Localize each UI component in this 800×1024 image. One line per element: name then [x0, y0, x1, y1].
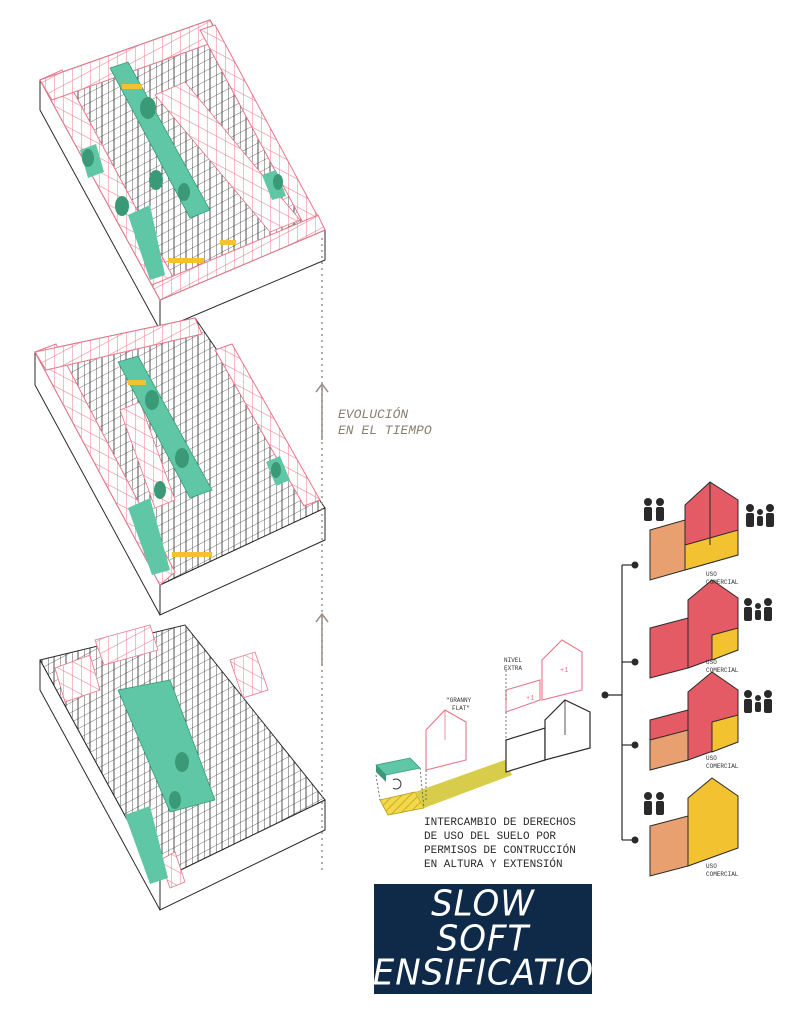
urban-block-stage-2 [34, 317, 326, 616]
timeline-arrow [315, 238, 329, 870]
people-icons [644, 498, 774, 815]
plus-one-label-b: +1 [560, 667, 568, 675]
timeline-label-line-1: EVOLUCIÓN [338, 407, 408, 422]
commercial-use-label-4b: COMERCIAL [706, 871, 739, 878]
scenario-branches [605, 564, 635, 841]
exchange-text-line-4: EN ALTURA Y EXTENSIÓN [424, 857, 563, 871]
scenario-3-house [649, 671, 739, 771]
commercial-use-label-1a: USO [706, 571, 717, 578]
person-icon-family-3 [744, 690, 772, 713]
commercial-use-label-3a: USO [706, 755, 717, 762]
person-icon-pair-1 [644, 498, 664, 521]
extra-level-label-2: EXTRA [504, 665, 522, 672]
exchange-text-line-1: INTERCAMBIO DE DERECHOS [424, 817, 576, 829]
person-icon-pair-2 [644, 792, 664, 815]
scenario-1-house [649, 481, 739, 581]
person-icon-family-1 [746, 504, 774, 527]
title-line-1: SLOW [431, 882, 535, 925]
title-line-3: DENSIFICATION [345, 952, 621, 995]
urban-block-stage-3 [39, 19, 326, 331]
commercial-use-label-4a: USO [706, 863, 717, 870]
land-rights-exchange-diagram [375, 639, 591, 816]
exchange-text-line-2: DE USO DEL SUELO POR [424, 831, 556, 843]
scenario-4-house [649, 777, 739, 877]
commercial-use-label-3b: COMERCIAL [706, 763, 739, 770]
scenario-2-house [649, 579, 739, 679]
granny-flat-label-2: FLAT" [452, 705, 470, 712]
plus-one-label-a: +1 [526, 695, 534, 703]
commercial-use-label-2a: USO [706, 659, 717, 666]
granny-flat-label-1: "GRANNY [446, 697, 472, 704]
extra-level-label-1: NIVEL [504, 657, 522, 664]
timeline-label-line-2: EN EL TIEMPO [338, 423, 432, 438]
branch-nodes [601, 561, 639, 844]
title-box: SLOW SOFT DENSIFICATION [346, 882, 619, 994]
title-line-2: SOFT [436, 917, 530, 960]
urban-block-stage-1 [39, 624, 326, 911]
commercial-use-label-2b: COMERCIAL [706, 667, 739, 674]
person-icon-family-2 [744, 598, 772, 621]
exchange-text-line-3: PERMISOS DE CONTRUCCIÓN [424, 843, 576, 857]
commercial-use-label-1b: COMERCIAL [706, 579, 739, 586]
